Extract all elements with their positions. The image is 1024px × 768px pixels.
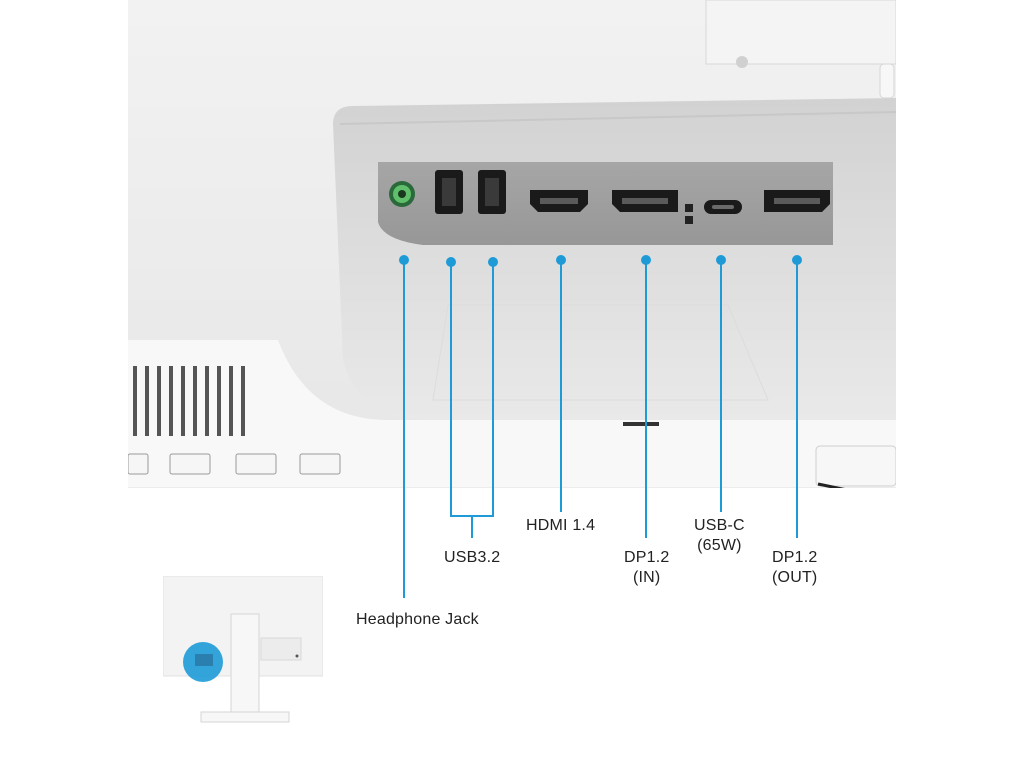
hdmi-port-icon	[530, 190, 588, 212]
label-hdmi: HDMI 1.4	[526, 517, 596, 534]
monitor-back-icon	[162, 575, 324, 723]
label-usb-c: USB-C (65W)	[694, 517, 745, 554]
usb-c-port-icon	[704, 200, 742, 214]
label-headphone-jack: Headphone Jack	[356, 611, 479, 628]
product-photo	[128, 0, 896, 488]
usb-port-icon	[435, 170, 506, 214]
headphone-port-icon	[389, 181, 415, 207]
displayport-icon	[612, 190, 830, 212]
label-dp-out: DP1.2 (OUT)	[772, 549, 818, 586]
monitor-rear-illustration	[128, 0, 896, 488]
label-dp-in: DP1.2 (IN)	[624, 549, 670, 586]
monitor-thumbnail	[162, 575, 324, 726]
label-usb: USB3.2	[444, 549, 501, 566]
